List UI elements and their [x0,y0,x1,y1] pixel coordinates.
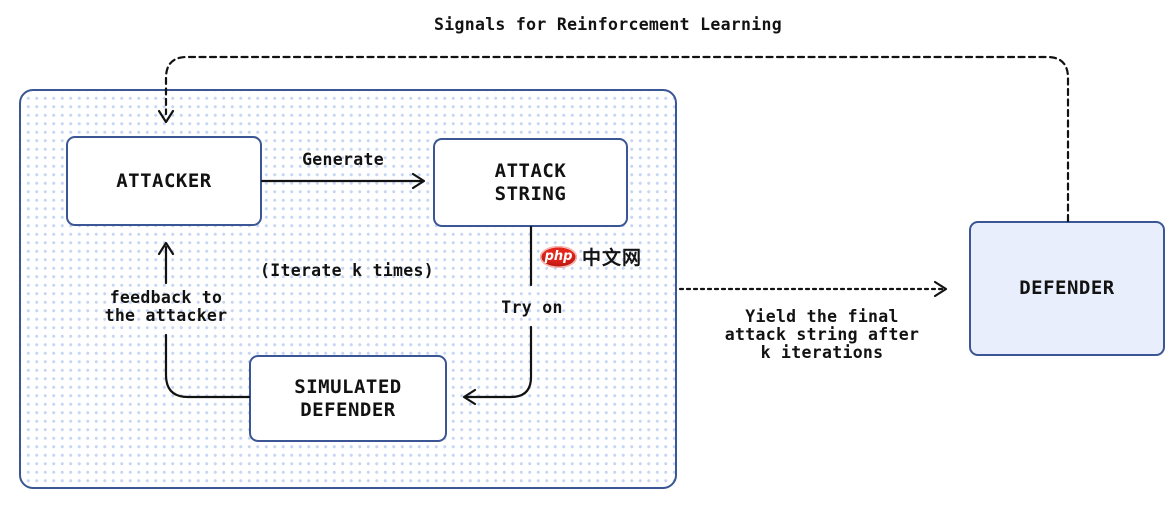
defender-node: DEFENDER [969,221,1165,356]
watermark: php 中文网 [540,243,642,270]
feedback-label: feedback to the attacker [104,288,228,325]
attacker-label: ATTACKER [116,169,212,192]
signals-title: Signals for Reinforcement Learning [434,15,782,34]
watermark-text: 中文网 [582,247,643,269]
yield-arrowhead [933,280,948,298]
generate-label: Generate [302,150,384,169]
simulated-defender-label: SIMULATED DEFENDER [294,375,402,421]
iterate-label: (Iterate k times) [260,261,434,280]
defender-label: DEFENDER [1019,277,1115,300]
simulated-defender-node: SIMULATED DEFENDER [249,355,447,442]
yield-label: Yield the final attack string after k it… [724,307,920,362]
attack-string-node: ATTACK STRING [433,138,628,227]
try-on-label: Try on [501,298,563,317]
attacker-node: ATTACKER [66,136,262,226]
attack-string-label: ATTACK STRING [494,159,567,205]
php-logo-icon: php [540,245,577,268]
